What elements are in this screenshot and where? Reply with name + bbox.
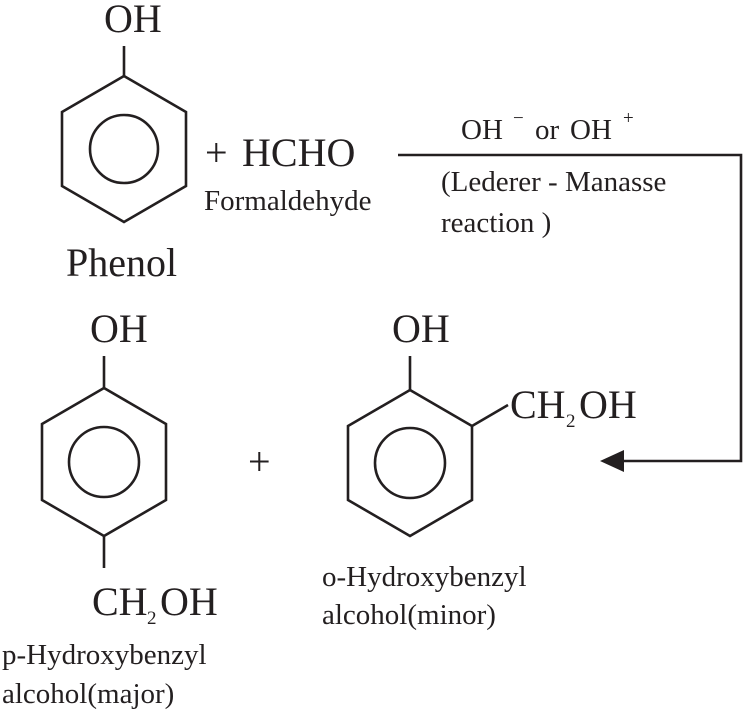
hcho-formula: HCHO [242, 130, 355, 175]
para-oh-label: OH [90, 306, 148, 351]
ortho-subscript-2: 2 [566, 411, 576, 432]
para-ring [40, 386, 168, 538]
para-ch-label: CH [92, 579, 148, 624]
reaction-arrow [398, 153, 743, 463]
ortho-oh-label: OH [392, 306, 450, 351]
ortho-name-line1: o-Hydroxybenzyl [322, 561, 527, 593]
phenol-ring-circle [88, 113, 160, 185]
reaction-name-line2: reaction ) [441, 207, 551, 239]
phenol-structure [60, 46, 188, 224]
ortho-ring [346, 388, 474, 538]
para-name-line1: p-Hydroxybenzyl [2, 639, 207, 671]
products-plus-sign: + [248, 439, 271, 484]
ortho-ch-label: CH [510, 382, 566, 427]
phenol-ring [60, 74, 188, 224]
oh-plus-catalyst: OH [570, 114, 612, 146]
plus-superscript: + [623, 108, 634, 129]
oh-minus-catalyst: OH [461, 114, 503, 146]
formaldehyde-label: Formaldehyde [204, 185, 372, 217]
ortho-ch2oh-bond [471, 403, 509, 428]
phenol-oh-label: OH [104, 0, 162, 41]
para-product-structure [40, 356, 168, 568]
minus-superscript: − [513, 108, 524, 129]
ortho-product-structure [346, 356, 509, 538]
ortho-oh2-label: OH [579, 382, 637, 427]
para-subscript-2: 2 [147, 608, 157, 629]
reaction-arrow-line [398, 153, 743, 463]
ortho-ring-circle [373, 426, 447, 500]
arrowhead-icon [600, 450, 624, 472]
para-ring-circle [67, 425, 141, 499]
ortho-name-line2: alcohol(minor) [322, 599, 496, 631]
para-name-line2: alcohol(major) [2, 678, 174, 710]
reactant-plus-sign: + [205, 130, 228, 175]
or-text: or [535, 114, 560, 146]
para-oh2-label: OH [160, 579, 218, 624]
reaction-name-line1: (Lederer - Manasse [441, 166, 666, 198]
phenol-name: Phenol [66, 240, 177, 285]
